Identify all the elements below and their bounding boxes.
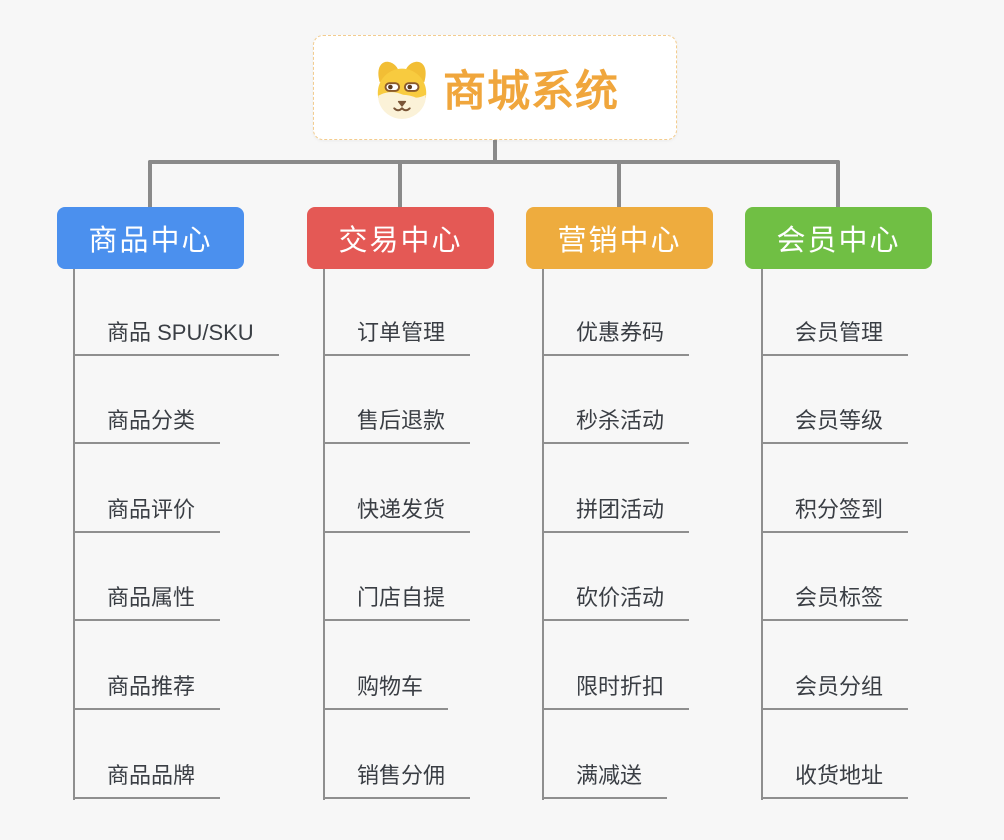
children-group-member: 会员管理 会员等级 积分签到 会员标签 会员分组 收货地址: [761, 267, 909, 800]
leaf-node[interactable]: 购物车: [323, 621, 449, 710]
connector-trunk: [761, 269, 763, 800]
leaf-node[interactable]: 门店自提: [323, 533, 471, 622]
leaf-node[interactable]: 满减送: [542, 710, 668, 799]
leaf-node[interactable]: 商品属性: [73, 533, 221, 622]
leaf-node[interactable]: 销售分佣: [323, 710, 471, 799]
branch-node-marketing-center[interactable]: 营销中心: [526, 207, 713, 269]
branch-label: 交易中心: [338, 225, 463, 257]
branch-label: 营销中心: [557, 225, 682, 257]
connector-drop-marketing: [617, 160, 621, 209]
branch-node-member-center[interactable]: 会员中心: [745, 207, 932, 269]
root-title: 商城系统: [443, 67, 619, 116]
leaf-node[interactable]: 订单管理: [323, 267, 471, 356]
children-group-product: 商品 SPU/SKU 商品分类 商品评价 商品属性 商品推荐 商品品牌: [73, 267, 279, 800]
leaf-node[interactable]: 优惠券码: [542, 267, 690, 356]
leaf-node[interactable]: 会员管理: [761, 267, 909, 356]
connector-trunk: [542, 269, 544, 800]
branch-label: 商品中心: [88, 225, 213, 257]
root-node[interactable]: 商城系统: [313, 35, 677, 140]
children-group-transaction: 订单管理 售后退款 快递发货 门店自提 购物车 销售分佣: [323, 267, 471, 800]
leaf-node[interactable]: 限时折扣: [542, 621, 690, 710]
leaf-node[interactable]: 拼团活动: [542, 444, 690, 533]
leaf-node[interactable]: 砍价活动: [542, 533, 690, 622]
leaf-node[interactable]: 商品推荐: [73, 621, 221, 710]
connector-root-drop: [493, 139, 497, 164]
connector-drop-transaction: [398, 160, 402, 209]
leaf-node[interactable]: 积分签到: [761, 444, 909, 533]
leaf-node[interactable]: 商品 SPU/SKU: [73, 267, 279, 356]
branch-node-transaction-center[interactable]: 交易中心: [307, 207, 494, 269]
dog-face-icon: [377, 61, 427, 119]
connector-trunk: [73, 269, 75, 800]
leaf-node[interactable]: 售后退款: [323, 356, 471, 445]
leaf-node[interactable]: 会员分组: [761, 621, 909, 710]
connector-drop-member: [836, 160, 840, 209]
leaf-node[interactable]: 秒杀活动: [542, 356, 690, 445]
connector-trunk: [323, 269, 325, 800]
leaf-node[interactable]: 收货地址: [761, 710, 909, 799]
branch-node-product-center[interactable]: 商品中心: [57, 207, 244, 269]
children-group-marketing: 优惠券码 秒杀活动 拼团活动 砍价活动 限时折扣 满减送: [542, 267, 690, 800]
leaf-node[interactable]: 商品品牌: [73, 710, 221, 799]
leaf-node[interactable]: 会员标签: [761, 533, 909, 622]
connector-horizontal-rail: [148, 160, 840, 164]
connector-drop-product: [148, 160, 152, 209]
branch-label: 会员中心: [776, 225, 901, 257]
leaf-node[interactable]: 商品评价: [73, 444, 221, 533]
leaf-node[interactable]: 商品分类: [73, 356, 221, 445]
leaf-node[interactable]: 会员等级: [761, 356, 909, 445]
leaf-node[interactable]: 快递发货: [323, 444, 471, 533]
